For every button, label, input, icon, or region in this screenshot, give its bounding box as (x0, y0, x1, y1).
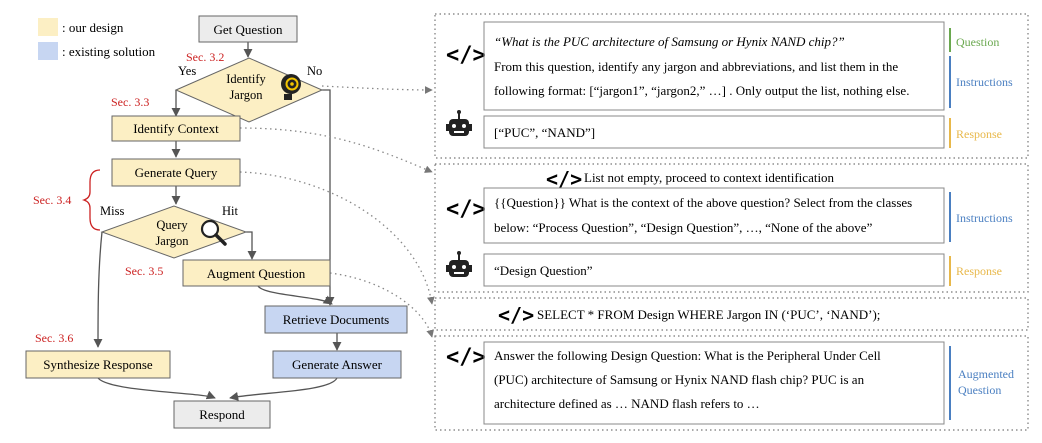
node-get-question: Get Question (198, 15, 298, 43)
panel-jargon-response: [“PUC”, “NAND”] (494, 125, 595, 140)
panel-jargon-question: “What is the PUC architecture of Samsung… (494, 34, 845, 49)
panel-context-response: “Design Question” (494, 263, 593, 278)
sec-3-6-label: Sec. 3.6 (35, 331, 73, 345)
node-identify-context-label: Identify Context (133, 121, 219, 136)
node-query-jargon-line2: Jargon (155, 234, 189, 248)
code-icon: </> (446, 197, 486, 222)
sec-3-4-label: Sec. 3.4 (33, 193, 71, 207)
robot-icon (446, 110, 472, 136)
node-identify-jargon: Identify Jargon (174, 57, 324, 123)
code-icon: </> (446, 345, 486, 370)
node-synthesize-response: Synthesize Response (25, 350, 171, 379)
code-icon: </> (446, 43, 486, 68)
hit-label: Hit (222, 204, 239, 218)
node-retrieve-documents-label: Retrieve Documents (283, 312, 390, 327)
code-icon: </> (498, 303, 534, 327)
node-synthesize-response-label: Synthesize Response (43, 357, 153, 372)
panel-jargon-label-response: Response (956, 127, 1002, 141)
panel-augment-line1: Answer the following Design Question: Wh… (494, 348, 881, 363)
node-retrieve-documents: Retrieve Documents (264, 305, 408, 334)
panel-sql-frame (434, 297, 1029, 331)
node-query-jargon-line1: Query (156, 218, 188, 232)
panel-context-instr-line2: below: “Process Question”, “Design Quest… (494, 220, 873, 235)
panel-augment-line2: (PUC) architecture of Samsung or Hynix N… (494, 372, 865, 387)
sec-3-2-label: Sec. 3.2 (186, 50, 224, 64)
node-identify-context: Identify Context (111, 115, 241, 142)
panel-context-header: List not empty, proceed to context ident… (584, 170, 835, 185)
panel-context-instr-line1: {{Question}} What is the context of the … (494, 195, 912, 210)
panel-context-response-box (483, 253, 945, 287)
panel-context-prompt-box (483, 187, 945, 244)
panel-augment-box (483, 341, 945, 425)
panel-context-label-instructions: Instructions (956, 211, 1013, 225)
panel-jargon-response-box (483, 115, 945, 149)
sec-3-4-brace (81, 169, 101, 231)
panel-jargon-instr-line2: following format: [“jargon1”, “jargon2,”… (494, 83, 909, 98)
robot-head-icon (281, 74, 301, 100)
panel-augment-label-line2: Question (958, 383, 1001, 397)
code-icon: </> (546, 167, 582, 191)
legend-ours-label: : our design (62, 20, 124, 35)
sec-3-5-label: Sec. 3.5 (125, 264, 163, 278)
panel-context-frame (434, 163, 1029, 293)
panel-sql-query: SELECT * FROM Design WHERE Jargon IN (‘P… (537, 307, 880, 322)
node-respond: Respond (173, 400, 271, 429)
miss-label: Miss (100, 204, 124, 218)
legend-ours-swatch (38, 18, 58, 36)
node-query-jargon: Query Jargon (100, 205, 248, 259)
node-augment-question-label: Augment Question (207, 266, 306, 281)
legend-existing-label: : existing solution (62, 44, 156, 59)
panel-augment-line3: architecture defined as … NAND flash ref… (494, 396, 760, 411)
legend-existing-swatch (38, 42, 58, 60)
node-generate-answer: Generate Answer (272, 350, 402, 379)
magnifier-icon (200, 219, 227, 246)
sec-3-3-label: Sec. 3.3 (111, 95, 149, 109)
panel-jargon-label-question: Question (956, 35, 999, 49)
node-generate-answer-label: Generate Answer (292, 357, 383, 372)
panel-augment-frame (434, 335, 1029, 431)
panel-jargon-label-instructions: Instructions (956, 75, 1013, 89)
node-augment-question: Augment Question (182, 259, 331, 287)
node-generate-query: Generate Query (111, 158, 241, 187)
panel-context-label-response: Response (956, 264, 1002, 278)
node-respond-label: Respond (199, 407, 245, 422)
node-identify-jargon-line1: Identify (226, 72, 266, 86)
yes-label: Yes (178, 64, 196, 78)
panel-jargon-instr-line1: From this question, identify any jargon … (494, 59, 898, 74)
panel-augment-label-line1: Augmented (958, 367, 1014, 381)
no-label: No (307, 64, 322, 78)
panel-jargon-prompt-box (483, 21, 945, 111)
robot-icon (446, 251, 472, 277)
node-identify-jargon-line2: Jargon (229, 88, 263, 102)
node-generate-query-label: Generate Query (135, 165, 218, 180)
node-get-question-label: Get Question (214, 22, 283, 37)
